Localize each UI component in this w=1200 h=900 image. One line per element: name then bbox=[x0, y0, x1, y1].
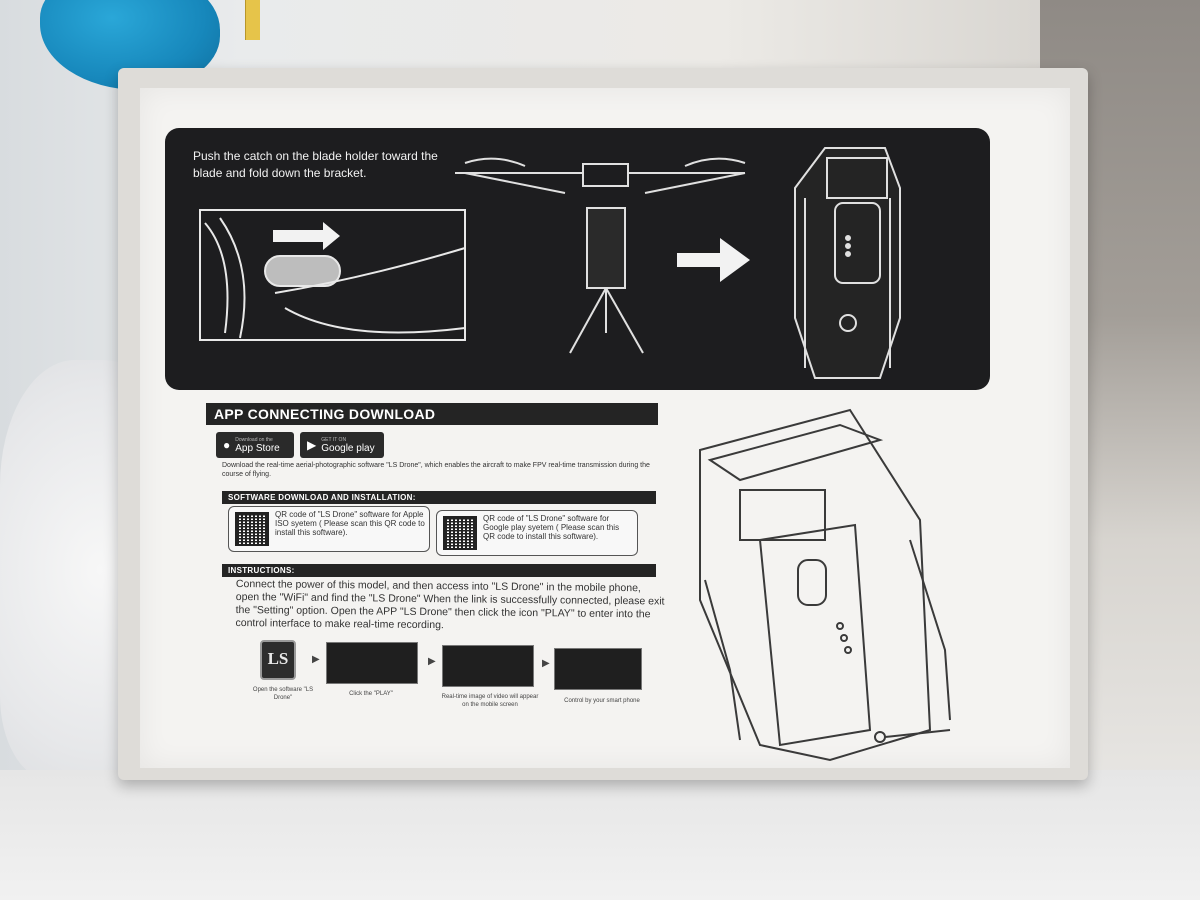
measuring-tape bbox=[245, 0, 260, 40]
fold-arrow bbox=[677, 238, 750, 282]
play-triangle-icon: ▶ bbox=[307, 438, 317, 452]
table-surface bbox=[0, 770, 1200, 900]
fold-instruction-text: Push the catch on the blade holder towar… bbox=[193, 149, 438, 180]
step-arrow-icon: ▶ bbox=[542, 658, 550, 669]
step-caption-3: Real-time image of video will appear on … bbox=[441, 694, 539, 708]
app-connecting-heading: APP CONNECTING DOWNLOAD bbox=[206, 403, 658, 425]
folded-drone-drawing bbox=[699, 408, 951, 762]
app-store-badge: ● Download on the App Store bbox=[216, 432, 294, 458]
instructions-body: Connect the power of this model, and the… bbox=[235, 578, 665, 632]
blade-holder-closeup bbox=[199, 209, 466, 341]
step-caption-1: Open the software "LS Drone" bbox=[252, 687, 314, 701]
step-video-screen bbox=[442, 645, 534, 687]
drone-unfolded bbox=[455, 157, 746, 354]
app-description: Download the real-time aerial-photograph… bbox=[222, 462, 650, 478]
step-play-screen bbox=[326, 642, 418, 684]
qr-code-icon bbox=[443, 516, 477, 550]
step-control-screen bbox=[554, 648, 642, 690]
step-caption-4: Control by your smart phone bbox=[564, 698, 640, 704]
apple-icon: ● bbox=[223, 438, 231, 452]
ls-drone-app-logo: LS bbox=[260, 640, 296, 680]
drone-folded bbox=[794, 147, 901, 379]
step-arrow-icon: ▶ bbox=[312, 654, 320, 665]
google-play-badge: ▶ GET IT ON Google play bbox=[300, 432, 384, 458]
push-arrow bbox=[273, 222, 340, 250]
fold-illustration bbox=[199, 147, 901, 379]
instructions-heading: INSTRUCTIONS: bbox=[222, 564, 656, 577]
software-download-heading: SOFTWARE DOWNLOAD AND INSTALLATION: bbox=[222, 491, 656, 504]
fold-instruction-panel: Push the catch on the blade holder towar… bbox=[165, 128, 990, 390]
step-caption-2: Click the "PLAY" bbox=[349, 691, 393, 697]
qr-apple-text: QR code of "LS Drone" software for Apple… bbox=[275, 510, 425, 537]
qr-google-text: QR code of "LS Drone" software for Googl… bbox=[483, 514, 620, 541]
qr-box-google: QR code of "LS Drone" software for Googl… bbox=[436, 510, 638, 556]
qr-box-apple: QR code of "LS Drone" software for Apple… bbox=[228, 506, 430, 552]
qr-code-icon bbox=[235, 512, 269, 546]
step-arrow-icon: ▶ bbox=[428, 656, 436, 667]
